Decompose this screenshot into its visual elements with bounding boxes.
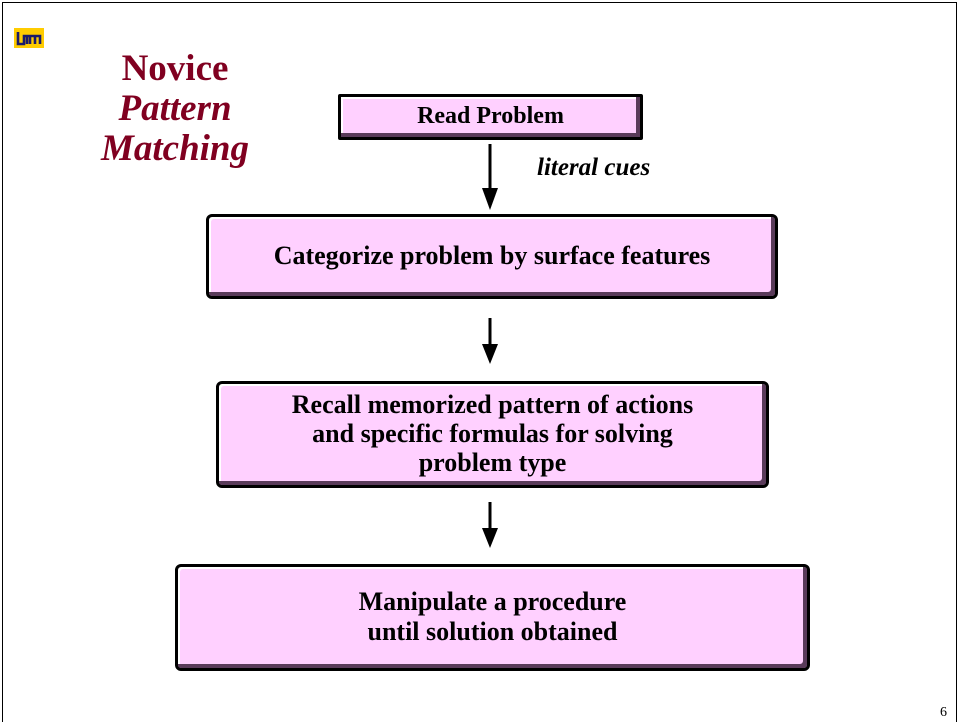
literal-cues-label: literal cues: [537, 154, 651, 181]
categorize-label: Categorize problem by surface features: [273, 240, 711, 270]
read-problem-box: Read Problem: [338, 94, 643, 140]
read-problem-label: Read Problem: [417, 102, 564, 129]
manipulate-line-2: until solution obtained: [367, 616, 618, 646]
recall-line-3: problem type: [418, 448, 567, 478]
arrow-down-icon: [482, 502, 498, 548]
recall-line-2: and specific formulas for solving: [312, 418, 673, 448]
um-logo-icon: [14, 28, 44, 48]
slide-title: Novice Pattern Matching: [70, 50, 280, 170]
categorize-box: Categorize problem by surface features: [206, 214, 778, 299]
recall-line-1: Recall memorized pattern of actions: [291, 389, 694, 419]
manipulate-box: Manipulate a procedure until solution ob…: [175, 564, 810, 671]
title-line-matching: Matching: [100, 128, 250, 169]
page-number: 6: [940, 705, 947, 720]
recall-box: Recall memorized pattern of actions and …: [216, 381, 769, 488]
manipulate-line-1: Manipulate a procedure: [358, 587, 627, 617]
arrow-down-icon: [482, 144, 498, 210]
arrow-down-icon: [482, 318, 498, 364]
title-line-pattern: Pattern: [118, 88, 232, 129]
title-line-novice: Novice: [121, 48, 229, 89]
